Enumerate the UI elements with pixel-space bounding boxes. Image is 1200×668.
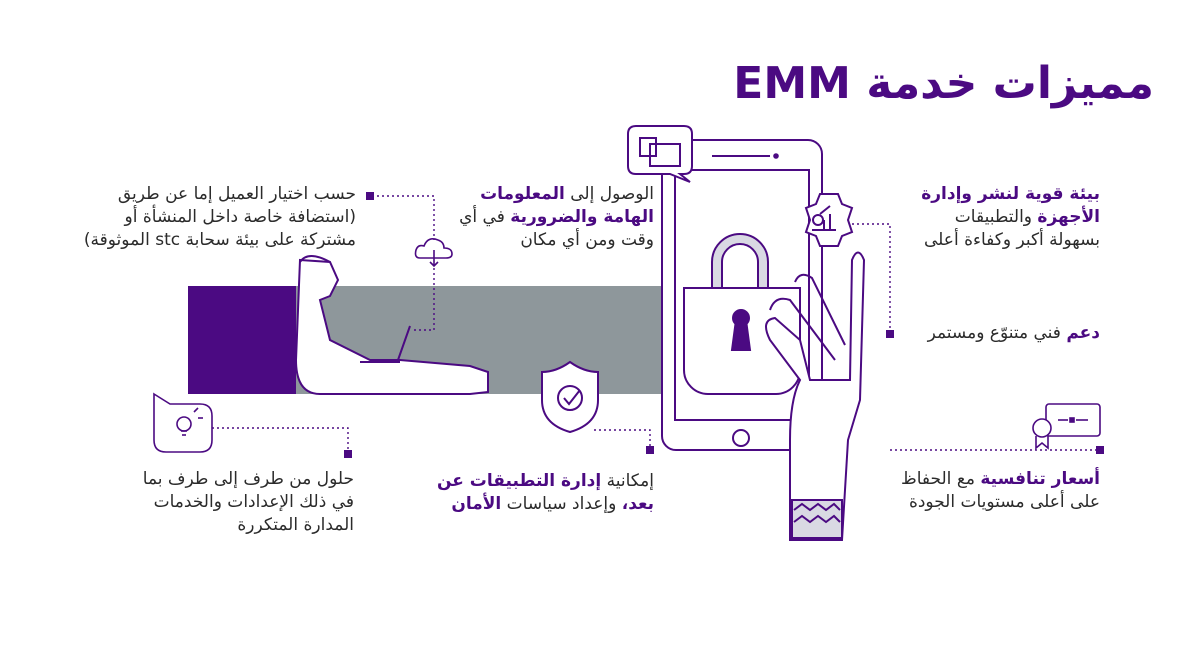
shield-check-icon [541, 360, 599, 434]
feature-remote-text: إمكانية [601, 471, 654, 491]
feature-access-text: الوصول إلى [564, 184, 654, 204]
feature-support: دعم فني متنوّع ومستمر [928, 322, 1100, 345]
feature-pricing-bold: أسعار تنافسية [980, 469, 1100, 489]
connector-hosting [372, 195, 435, 240]
folder-chat-icon [627, 125, 693, 183]
feature-remote-bold: إدارة التطبيقات عن [436, 471, 602, 491]
certificate-icon [1032, 403, 1101, 450]
marker-pricing [1096, 446, 1104, 454]
feature-access-line3: وقت ومن أي مكان [520, 230, 654, 250]
hand-icon [765, 251, 866, 541]
feature-endtoend: حلول من طرف إلى طرف بما في ذلك الإعدادات… [143, 468, 354, 537]
feature-deployment-bold: بيئة قوية لنشر وإدارة [921, 184, 1100, 204]
feature-access: الوصول إلى المعلومات الهامة والضرورية في… [459, 183, 654, 252]
cloud-download-icon [414, 238, 453, 268]
feature-remote-text2: وإعداد سياسات [501, 494, 622, 514]
lightbulb-icon [153, 392, 213, 453]
feature-pricing-line2: على أعلى مستويات الجودة [908, 492, 1100, 512]
feature-access-bold: المعلومات [480, 184, 565, 204]
feature-endtoend-line1: حلول من طرف إلى طرف بما [142, 469, 354, 489]
gear-chart-icon [804, 193, 854, 247]
purple-block [188, 286, 300, 394]
feature-pricing: أسعار تنافسية مع الحفاظ على أعلى مستويات… [901, 468, 1100, 514]
feature-deployment-line3: بسهولة أكبر وكفاءة أعلى [924, 230, 1100, 250]
feature-remote-bold2: بعد، [621, 494, 654, 514]
feature-deployment: بيئة قوية لنشر وإدارة الأجهزة والتطبيقات… [921, 183, 1100, 252]
feature-pricing-text: مع الحفاظ [901, 469, 981, 489]
feature-remote: إمكانية إدارة التطبيقات عن بعد، وإعداد س… [437, 470, 654, 516]
feature-remote-bold3: الأمان [451, 494, 502, 514]
marker-hosting [366, 192, 374, 200]
feature-hosting-line1: حسب اختيار العميل إما عن طريق [117, 184, 356, 204]
marker-support [886, 330, 894, 338]
feature-deployment-bold2: الأجهزة [1037, 207, 1100, 227]
feature-hosting-line3: مشتركة على بيئة سحابة stc الموثوقة) [83, 230, 356, 250]
feature-endtoend-line3: المدارة المتكررة [237, 515, 354, 535]
feature-support-text: فني متنوّع ومستمر [927, 323, 1067, 343]
connector-cloud-laptop [412, 268, 435, 331]
padlock-icon [683, 233, 801, 395]
feature-deployment-text: والتطبيقات [954, 207, 1038, 227]
person-with-laptop [294, 255, 489, 395]
feature-access-text2: في أي [459, 207, 511, 227]
page-title: مميزات خدمة EMM [733, 58, 1154, 109]
feature-hosting-line2: (استضافة خاصة داخل المنشأة أو [124, 207, 356, 227]
feature-hosting: حسب اختيار العميل إما عن طريق (استضافة خ… [84, 183, 356, 252]
connector-shield [594, 429, 651, 446]
feature-access-bold2: الهامة والضرورية [510, 207, 654, 227]
marker-endtoend [344, 450, 352, 458]
connector-bulb [212, 427, 349, 452]
feature-support-bold: دعم [1066, 323, 1100, 343]
feature-endtoend-line2: في ذلك الإعدادات والخدمات [153, 492, 354, 512]
marker-remote [646, 446, 654, 454]
